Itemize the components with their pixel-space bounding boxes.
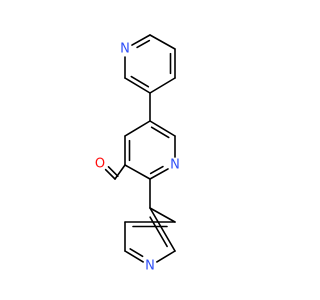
bond-line — [124, 77, 151, 94]
bond-a2-a3 — [149, 120, 176, 139]
bond-line — [131, 34, 151, 46]
molecule-structure-diagram: N N N O — [95, 34, 180, 274]
bond-inner-line — [129, 248, 144, 258]
bond-line — [149, 77, 176, 94]
bond-line — [149, 207, 176, 252]
atom-label-n: N — [170, 158, 180, 173]
bond-line — [124, 120, 151, 137]
bond-second-line — [107, 166, 119, 177]
bond-ald-o1 — [104, 166, 119, 180]
bond-line — [114, 164, 126, 180]
bond-b3-b4 — [131, 34, 151, 49]
bond-inner-line — [150, 126, 170, 139]
bond-b5-b6 — [169, 48, 176, 79]
bond-line — [149, 207, 176, 223]
bond-line — [149, 120, 176, 137]
bond-inner-line — [130, 75, 150, 88]
bond-line — [124, 164, 151, 180]
bond-b6-b1 — [149, 77, 176, 94]
atom-label-n: N — [145, 259, 155, 274]
bond-b4-b5 — [149, 34, 176, 50]
bond-c3-c4 — [124, 248, 144, 263]
bond-line — [124, 250, 144, 263]
bond-a6-ald — [114, 164, 126, 180]
bond-inner-line — [149, 165, 164, 175]
bond-line — [149, 168, 169, 180]
bond-b1-b2 — [124, 75, 151, 94]
bond-c2-c3 — [156, 250, 176, 263]
bond-a4-a5 — [149, 165, 169, 180]
atom-label-n: N — [120, 42, 130, 57]
bond-line — [149, 34, 176, 50]
bond-inner-line — [136, 39, 151, 49]
bonds-layer — [104, 34, 176, 263]
bond-line — [104, 168, 116, 180]
bond-c5-c6 — [124, 221, 176, 228]
atom-labels-layer: N N N O — [95, 42, 180, 274]
bond-line — [156, 250, 176, 263]
bond-c6-c1 — [149, 207, 176, 223]
bond-a6-a1 — [124, 135, 131, 166]
atom-label-o: O — [95, 157, 105, 172]
bond-a5-a6 — [124, 164, 151, 180]
bond-a1-a2 — [124, 120, 151, 137]
